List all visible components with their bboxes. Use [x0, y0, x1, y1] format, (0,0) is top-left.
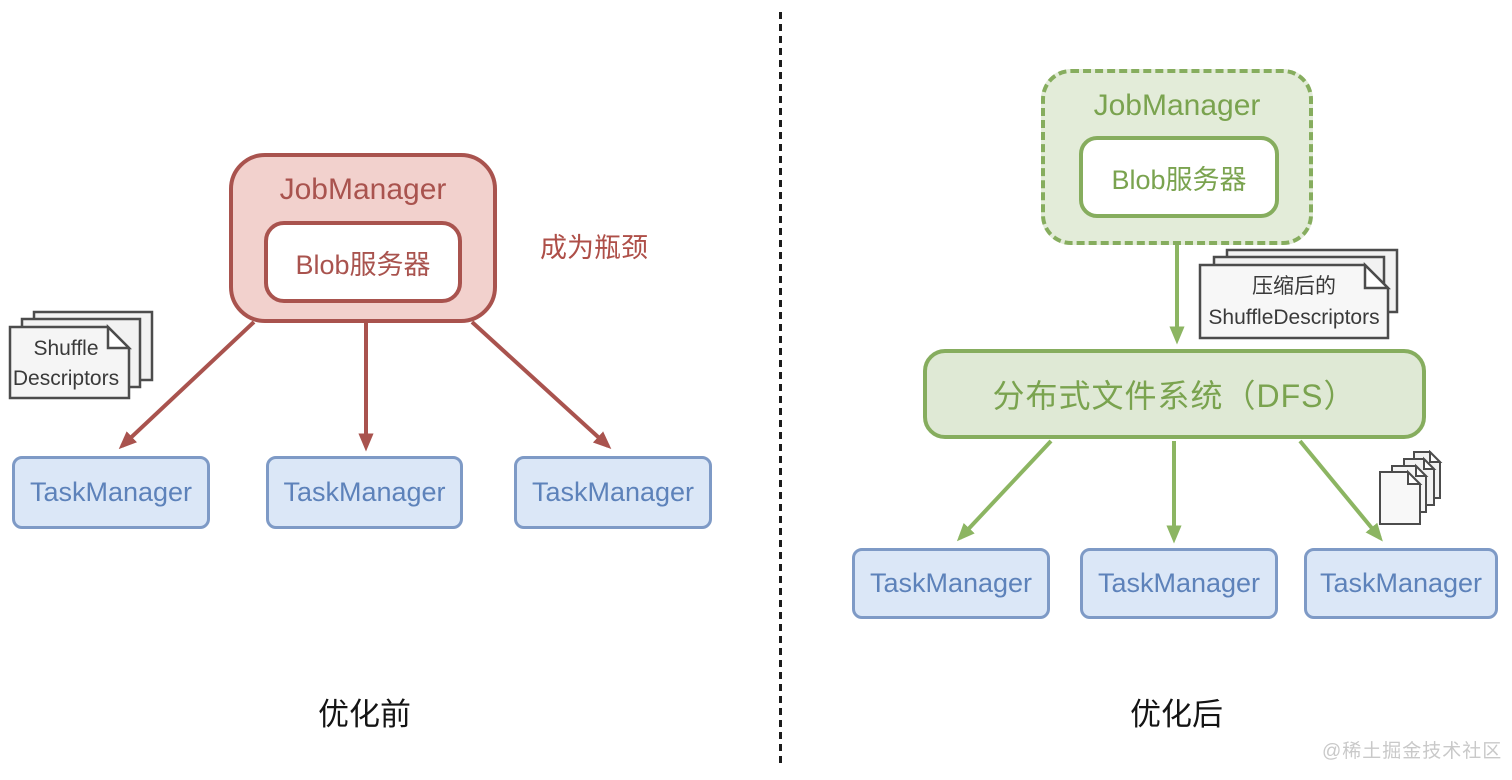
- shuffle-stack-label-line1: Shuffle: [34, 337, 99, 360]
- compressed-stack-label-line2: ShuffleDescriptors: [1208, 306, 1379, 329]
- taskmanager-box: TaskManager: [12, 456, 210, 529]
- blob-server-box-before: Blob服务器: [264, 221, 462, 303]
- shuffle-stack-label-line2: Descriptors: [13, 367, 119, 390]
- jobmanager-title-before: JobManager: [279, 173, 447, 206]
- caption-before: 优化前: [318, 697, 411, 732]
- dfs-label: 分布式文件系统（DFS）: [992, 378, 1357, 414]
- taskmanager-box: TaskManager: [266, 456, 463, 529]
- divider-dashed-line: [779, 12, 782, 768]
- jobmanager-title-after: JobManager: [1093, 89, 1261, 122]
- taskmanager-box: TaskManager: [852, 548, 1050, 619]
- taskmanager-box: TaskManager: [514, 456, 712, 529]
- bottleneck-note: 成为瓶颈: [540, 233, 648, 263]
- taskmanager-box: TaskManager: [1304, 548, 1498, 619]
- arrow-after-dfs-to-tm1: [956, 439, 1053, 542]
- arrow-after-dfs-to-tm3: [1298, 439, 1383, 542]
- blob-server-box-after: Blob服务器: [1079, 136, 1279, 218]
- documents-stack-icon: [1379, 450, 1443, 525]
- taskmanager-box: TaskManager: [1080, 548, 1278, 619]
- compressed-shuffle-descriptors-stack-icon: 压缩后的 ShuffleDescriptors: [1198, 248, 1399, 340]
- caption-after: 优化后: [1130, 697, 1223, 732]
- arrow-before-jm-to-tm3: [470, 320, 612, 450]
- blob-server-label-after: Blob服务器: [1111, 164, 1247, 195]
- watermark-text: @稀土掘金技术社区: [1322, 741, 1503, 762]
- dfs-box: 分布式文件系统（DFS）: [923, 349, 1426, 439]
- blob-server-label-before: Blob服务器: [295, 249, 431, 280]
- compressed-stack-label-line1: 压缩后的: [1252, 275, 1336, 298]
- shuffle-descriptors-stack-icon: Shuffle Descriptors: [8, 310, 154, 400]
